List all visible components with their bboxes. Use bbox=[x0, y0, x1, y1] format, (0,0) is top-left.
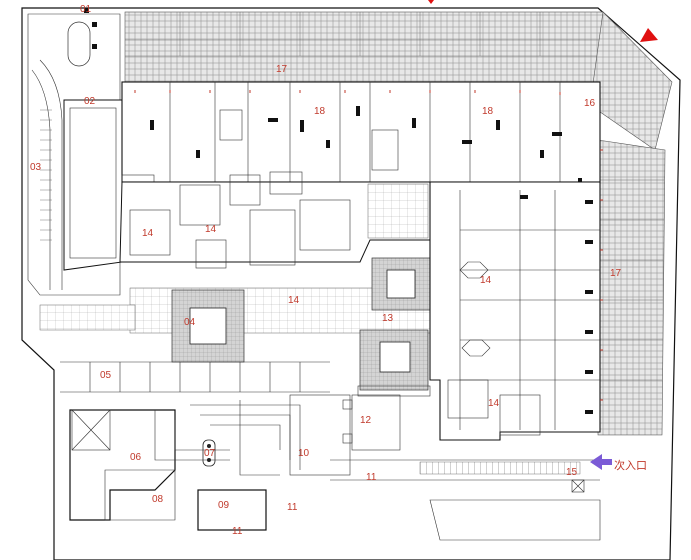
paving-north bbox=[367, 183, 429, 239]
label-13: 13 bbox=[382, 313, 394, 324]
paving-west bbox=[39, 304, 136, 331]
label-04: 04 bbox=[184, 317, 196, 328]
north-marker bbox=[640, 28, 658, 42]
label-03: 03 bbox=[30, 162, 42, 173]
building-east bbox=[429, 181, 601, 441]
label-08: 08 bbox=[152, 494, 164, 505]
road-paving bbox=[419, 461, 581, 475]
zone-12 bbox=[351, 394, 401, 451]
top-marker bbox=[428, 0, 434, 4]
label-14-c: 14 bbox=[288, 295, 300, 306]
building-top bbox=[121, 81, 601, 183]
hex-feature-2 bbox=[461, 339, 491, 357]
label-07: 07 bbox=[204, 448, 216, 459]
label-12: 12 bbox=[360, 415, 372, 426]
label-11-b: 11 bbox=[287, 502, 298, 513]
parking-band-top bbox=[124, 11, 604, 83]
label-18-a: 18 bbox=[314, 106, 326, 117]
parking-band-corner bbox=[589, 11, 673, 151]
label-11-c: 11 bbox=[232, 526, 243, 537]
label-17-a: 17 bbox=[276, 64, 288, 75]
stepped-planters bbox=[154, 400, 301, 476]
label-16: 16 bbox=[584, 98, 596, 109]
label-14-d: 14 bbox=[480, 275, 492, 286]
zone-09 bbox=[197, 489, 267, 531]
label-10: 10 bbox=[298, 448, 310, 459]
ramp-15 bbox=[429, 499, 601, 541]
long-pool bbox=[63, 99, 123, 271]
entrance-label: 次入口 bbox=[614, 458, 647, 472]
access-road bbox=[330, 459, 600, 481]
label-06: 06 bbox=[130, 452, 142, 463]
parking-band-right bbox=[597, 139, 666, 436]
sculpture-07 bbox=[202, 439, 216, 467]
label-14-b: 14 bbox=[205, 224, 217, 235]
site-boundary bbox=[21, 7, 681, 560]
label-18-b: 18 bbox=[482, 106, 494, 117]
plaza-13-south bbox=[359, 329, 429, 391]
label-14-e: 14 bbox=[488, 398, 500, 409]
label-14-a: 14 bbox=[142, 228, 154, 239]
left-strip bbox=[27, 13, 121, 296]
label-15: 15 bbox=[566, 467, 578, 478]
label-11-a: 11 bbox=[366, 472, 377, 483]
label-02: 02 bbox=[84, 96, 96, 107]
label-09: 09 bbox=[218, 500, 230, 511]
label-05: 05 bbox=[100, 370, 112, 381]
hex-feature-1 bbox=[459, 261, 489, 279]
label-17-b: 17 bbox=[610, 268, 622, 279]
oval-feature bbox=[67, 21, 91, 67]
label-01: 01 bbox=[80, 4, 92, 15]
entrance-arrow[interactable] bbox=[590, 454, 612, 470]
